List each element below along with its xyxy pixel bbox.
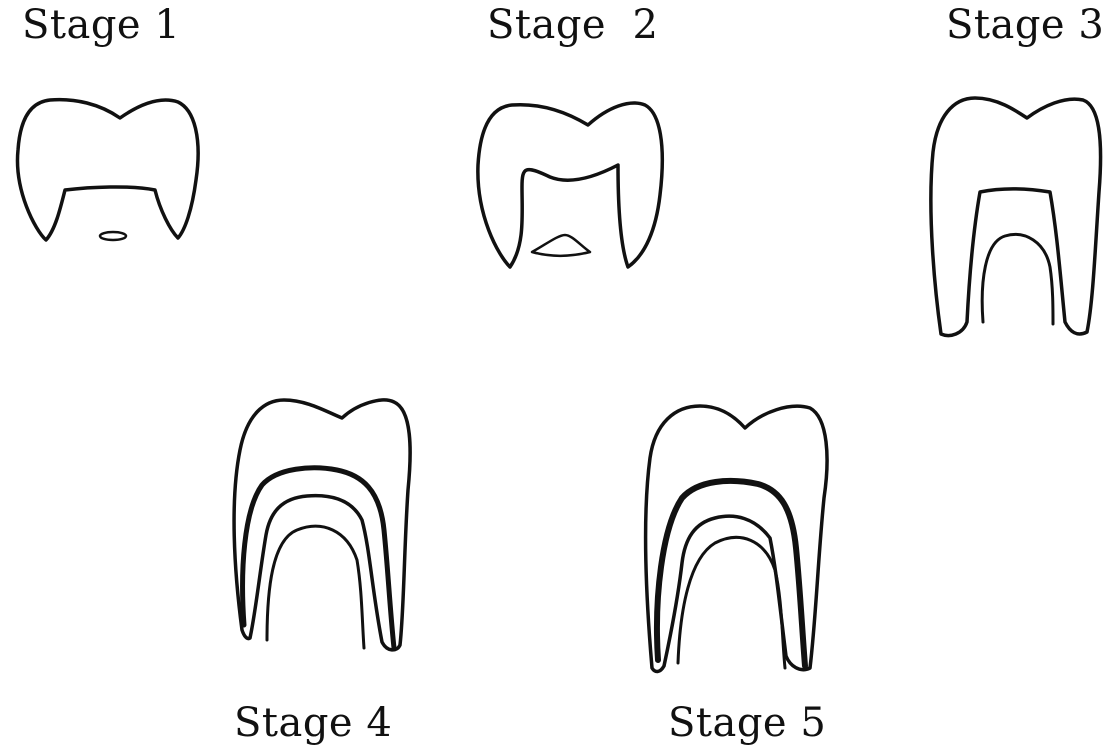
stage-5-label: Stage 5 [668,700,826,746]
stage-1-pulp-seed [100,232,126,240]
stage-2-crown-outline [478,103,662,267]
stage-4-tooth [222,390,422,660]
stage-1-tooth [10,90,210,250]
stage-3-outer-outline [931,98,1101,336]
stage-3-tooth [925,92,1105,342]
stage-5-tooth [640,398,840,673]
stage-2-tooth [470,95,670,275]
stage-1-label: Stage 1 [22,2,180,48]
stage-3-label: Stage 3 [946,2,1104,48]
stage-2-pulp-chamber [532,235,590,256]
stage-4-label: Stage 4 [234,700,392,746]
stage-1-crown-outline [18,100,199,240]
stage-3-root-canal [982,234,1053,324]
stage-5-root-canal [678,537,785,668]
stage-4-root-canal [267,526,364,648]
stage-2-label: Stage 2 [487,2,658,48]
